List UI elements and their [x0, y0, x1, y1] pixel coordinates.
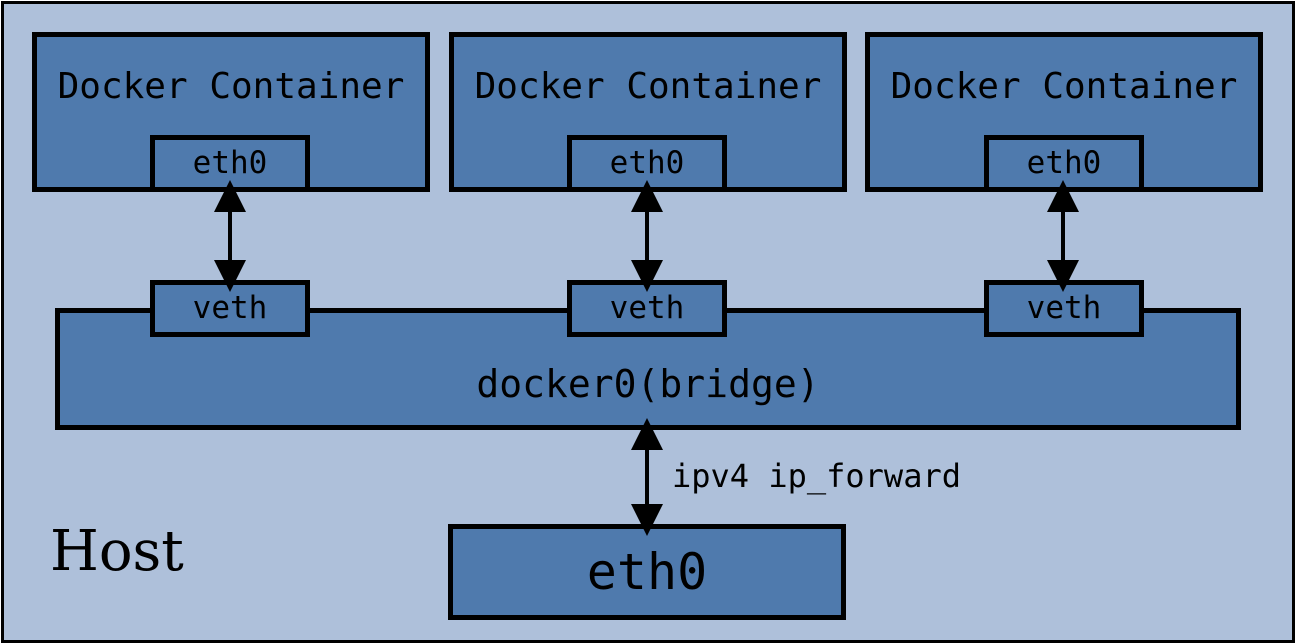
host-eth0: eth0 — [448, 524, 846, 620]
container-title: Docker Container — [890, 66, 1238, 107]
ip-forward-label: ipv4 ip_forward — [672, 457, 961, 495]
bridge-label: docker0(bridge) — [476, 362, 820, 406]
container-title: Docker Container — [474, 66, 822, 107]
container-title: Docker Container — [57, 66, 405, 107]
host-label: Host — [50, 519, 184, 584]
